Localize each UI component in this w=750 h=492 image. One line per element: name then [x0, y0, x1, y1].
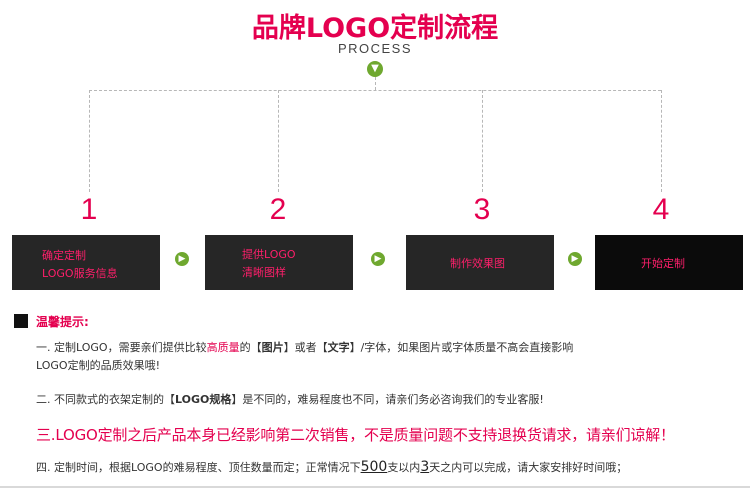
step-number: 1 — [80, 193, 98, 226]
bottom-divider — [0, 486, 750, 488]
note-3: 三.LOGO定制之后产品本身已经影响第二次销售，不是质量问题不支持退换货请求，请… — [36, 426, 675, 444]
note-bold: 图片 — [261, 341, 284, 354]
note-2: 二. 不同款式的衣架定制的【LOGO规格】是不同的，难易程度也不同，请亲们务必咨… — [36, 391, 544, 407]
step-number: 4 — [652, 193, 670, 226]
note-text: 天之内可以完成，请大家安排好时间哦； — [429, 461, 628, 474]
tips-title: 温馨提示: — [36, 315, 89, 329]
note-bold: LOGO规格 — [175, 393, 232, 406]
note-text: 四. 定制时间，根据LOGO的难易程度、顶住数量而定；正常情况下 — [36, 461, 361, 474]
connector-line — [89, 90, 90, 192]
chevron-down-icon: ▼ — [367, 61, 383, 77]
note-number: 500 — [360, 459, 388, 475]
note-number: 3 — [420, 459, 430, 475]
note-text: 】是不同的，难易程度也不同，请亲们务必咨询我们的专业客服! — [231, 393, 544, 406]
step-box-1: 确定定制 LOGO服务信息 — [12, 235, 160, 290]
note-1: 一. 定制LOGO，需要亲们提供比较高质量的【图片】或者【文字】/字体，如果图片… — [36, 339, 573, 355]
step-number: 3 — [473, 193, 491, 226]
step-label: 提供LOGO — [242, 248, 296, 261]
note-text: 】或者【 — [283, 341, 328, 354]
step-label: 确定定制 — [42, 249, 86, 262]
step-box-3: 制作效果图 — [406, 235, 554, 290]
arrow-right-icon: ▶ — [175, 252, 189, 266]
note-1-line-2: LOGO定制的品质效果哦! — [36, 359, 160, 372]
connector-line — [375, 77, 376, 90]
connector-line — [89, 90, 661, 91]
note-text: 的【 — [239, 341, 262, 354]
note-text: 】/字体，如果图片或字体质量不高会直接影响 — [349, 341, 574, 354]
note-highlight: 高质量 — [206, 341, 240, 354]
note-text: 支以内 — [387, 461, 421, 474]
step-box-4: 开始定制 — [595, 235, 743, 290]
page-subtitle: PROCESS — [337, 41, 413, 56]
note-text: 二. 不同款式的衣架定制的【 — [36, 393, 175, 406]
tip-marker — [14, 314, 28, 328]
step-box-2: 提供LOGO 清晰图样 — [205, 235, 353, 290]
step-label: 开始定制 — [641, 257, 685, 270]
connector-line — [278, 90, 279, 192]
step-label: 制作效果图 — [450, 257, 505, 270]
note-4: 四. 定制时间，根据LOGO的难易程度、顶住数量而定；正常情况下500支以内3天… — [36, 459, 627, 475]
step-label: 清晰图样 — [242, 266, 286, 279]
step-label: LOGO服务信息 — [42, 267, 118, 280]
note-text: 一. 定制LOGO，需要亲们提供比较 — [36, 341, 207, 354]
connector-line — [661, 90, 662, 192]
step-number: 2 — [269, 193, 287, 226]
connector-line — [482, 90, 483, 192]
note-bold: 文字 — [327, 341, 350, 354]
page-title: 品牌LOGO定制流程 — [251, 13, 499, 44]
arrow-right-icon: ▶ — [371, 252, 385, 266]
arrow-right-icon: ▶ — [568, 252, 582, 266]
